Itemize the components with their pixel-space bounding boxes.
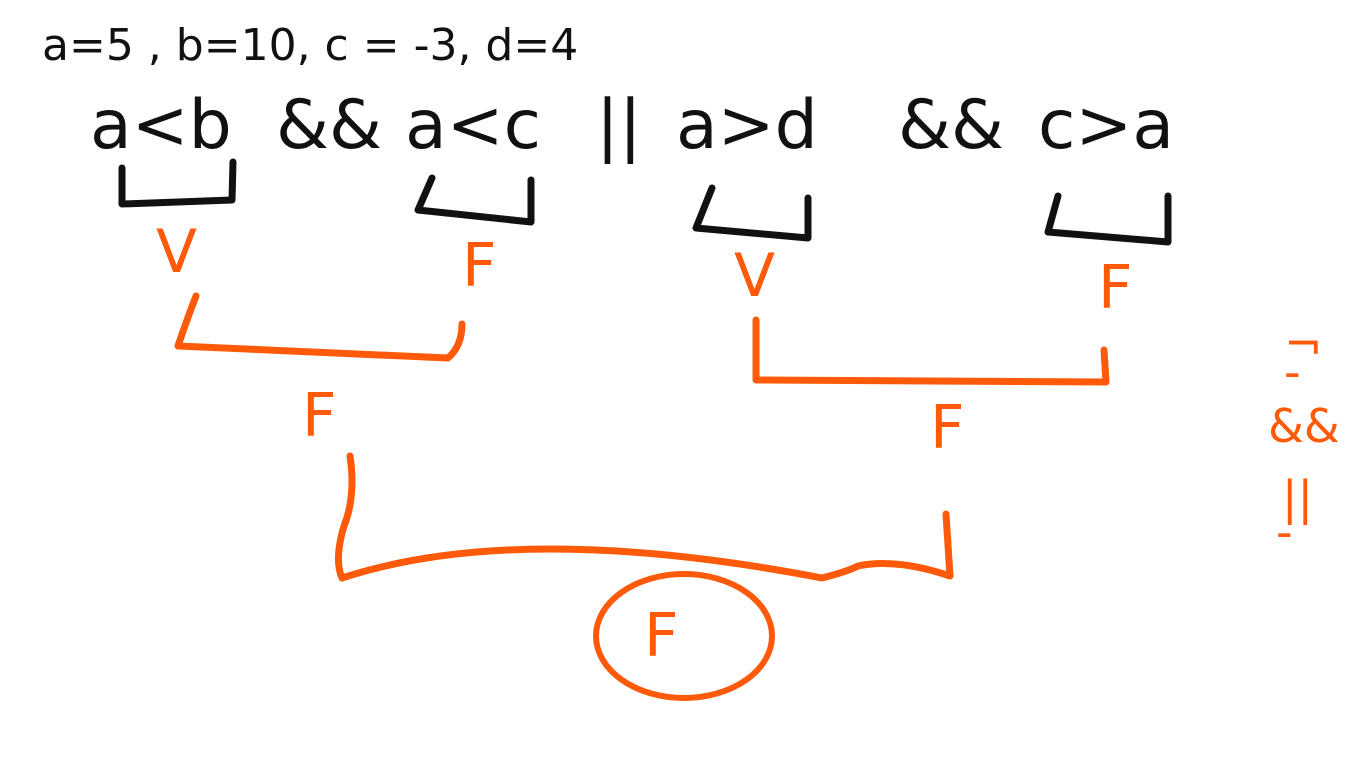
final-result: F <box>644 601 679 671</box>
term-a-greater-d: a>d <box>676 86 818 165</box>
side-note-not: ¬ <box>1284 317 1323 371</box>
term-a-less-b: a<b <box>90 86 232 165</box>
result-and-right: F <box>930 393 965 463</box>
bracket-or <box>335 452 954 582</box>
term-c-greater-a: c>a <box>1038 86 1174 165</box>
result-and-left: F <box>302 381 337 451</box>
bracket-term-3 <box>692 184 812 242</box>
variables-line: a=5 , b=10, c = -3, d=4 <box>42 20 578 71</box>
bracket-and-right <box>752 316 1110 386</box>
term-a-less-c: a<c <box>405 86 541 165</box>
operator-and-1: && <box>276 86 382 165</box>
side-note-or: || <box>1282 471 1313 526</box>
result-term-4: F <box>1098 253 1133 323</box>
operator-and-2: && <box>898 86 1004 165</box>
bracket-and-left <box>174 292 466 362</box>
side-note-and: && <box>1268 399 1340 453</box>
bracket-term-2 <box>414 174 535 226</box>
side-note-dash-1: - <box>1284 345 1301 399</box>
result-term-1: V <box>156 217 197 287</box>
bracket-term-4 <box>1044 192 1172 246</box>
operator-or: || <box>596 86 642 165</box>
result-term-3: V <box>734 241 775 311</box>
result-term-2: F <box>462 231 497 301</box>
final-result-circle <box>593 571 775 701</box>
bracket-term-1 <box>118 158 237 208</box>
side-note-dash-2: - <box>1276 505 1293 559</box>
